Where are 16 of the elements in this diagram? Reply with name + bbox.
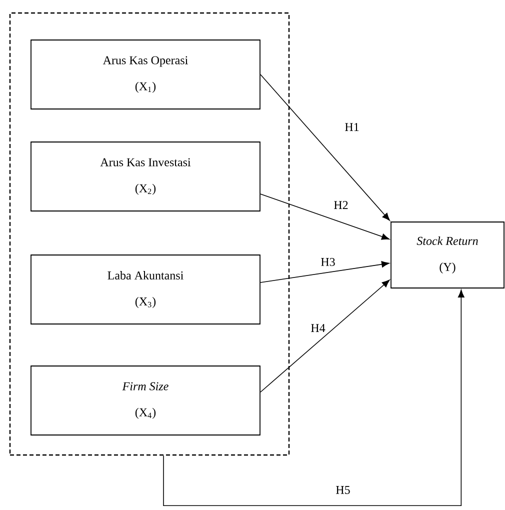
dashed-group-box: [9, 12, 290, 456]
edge-label: H5: [334, 485, 352, 495]
variable-box: Arus Kas Investasi (X$_{2}$): [30, 142, 260, 212]
arrow: [260, 194, 390, 240]
edge-label: H4: [310, 323, 326, 333]
edge-label: H1: [344, 122, 360, 132]
arrow: [260, 280, 390, 393]
edge-label: H2: [332, 200, 350, 210]
arrow: [260, 261, 390, 283]
arrow: [260, 74, 390, 221]
variable-box: Laba Akuntansi (X$_{3}$): [30, 254, 260, 324]
edge-label: H3: [320, 256, 336, 268]
variable-box: Firm Size (X$_{4}$): [30, 366, 260, 436]
variable-box: Arus Kas Operasi (X$_{1}$): [30, 40, 260, 110]
arrow: [163, 290, 464, 506]
variable-box: Stock Return (Y): [390, 222, 504, 288]
